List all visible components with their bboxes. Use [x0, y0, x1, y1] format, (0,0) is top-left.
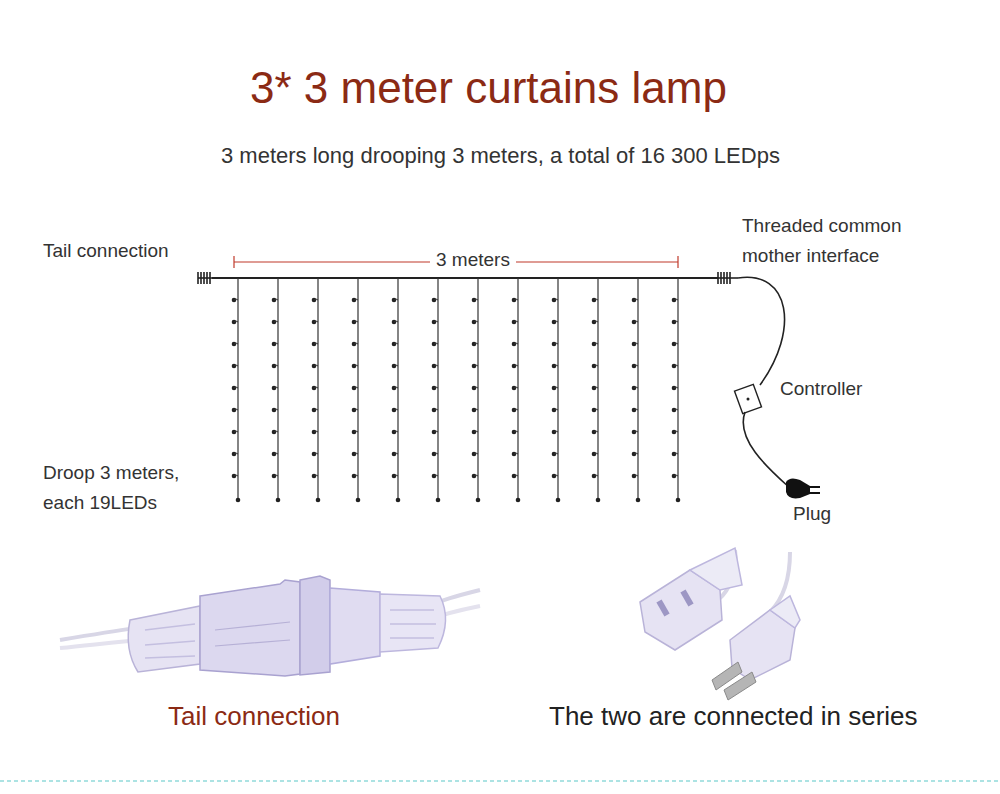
power-cord — [738, 277, 785, 385]
title: 3* 3 meter curtains lamp — [250, 62, 727, 114]
tail-connector-symbol — [198, 272, 214, 284]
dimension-label: 3 meters — [430, 247, 516, 273]
part-label: Tail connection — [43, 238, 169, 264]
part-label: Plug — [793, 501, 831, 527]
head-connector-symbol — [716, 272, 738, 284]
photo-caption: Tail connection — [168, 700, 340, 732]
plug-symbol — [786, 478, 820, 498]
plug-socket-photo — [640, 548, 800, 700]
separator-line — [0, 780, 1000, 781]
controller-box — [734, 384, 761, 413]
main-cable — [212, 277, 718, 279]
note-label: Droop 3 meters, each 19LEDs — [43, 458, 215, 518]
subtitle: 3 meters long drooping 3 meters, a total… — [221, 142, 780, 170]
tail-connector-photo — [60, 576, 480, 676]
led-strands — [232, 278, 681, 502]
part-label: Threaded common mother interface — [742, 211, 942, 271]
power-cord — [743, 412, 790, 488]
part-label: Controller — [780, 376, 862, 402]
photo-caption: The two are connected in series — [549, 700, 918, 732]
